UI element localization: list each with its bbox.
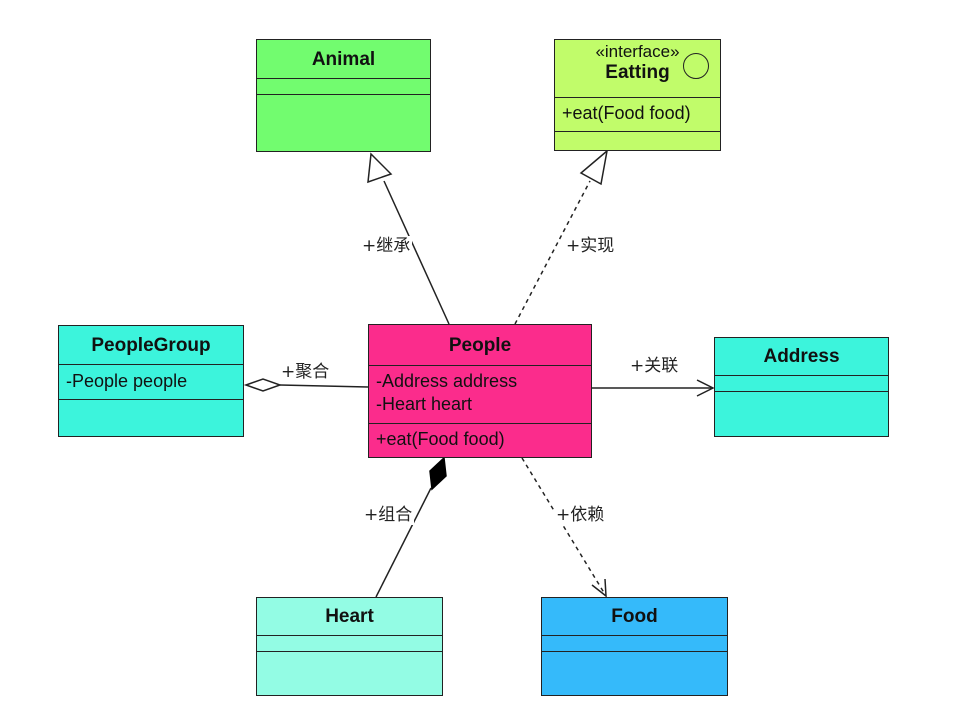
class-animal[interactable]: Animal (256, 39, 431, 152)
aggregation-edge[interactable] (243, 378, 369, 392)
class-food[interactable]: Food (541, 597, 728, 696)
inheritance-label: +继承 (360, 236, 413, 256)
class-heart[interactable]: Heart (256, 597, 443, 696)
attributes-compartment (257, 79, 430, 95)
stereotype-label: «interface» (595, 42, 680, 61)
attributes-compartment (257, 636, 442, 652)
dependency-label: +依赖 (554, 505, 607, 525)
composition-label: +组合 (362, 505, 415, 525)
class-name: People (369, 325, 591, 366)
open-arrowhead (591, 578, 607, 598)
interface-eatting[interactable]: «interface» Eatting +eat(Food food) (554, 39, 721, 151)
attribute: -Heart heart (376, 394, 473, 414)
attribute: -Address address (376, 371, 518, 391)
aggregation-label: +聚合 (279, 362, 332, 382)
attribute: -People people (66, 371, 188, 391)
association-edge[interactable] (592, 379, 715, 397)
attributes-compartment (715, 376, 888, 392)
composition-edge[interactable] (375, 456, 447, 598)
realization-label: +实现 (564, 236, 617, 256)
interface-circle-icon (683, 53, 709, 79)
hollow-triangle-arrowhead (367, 152, 393, 184)
class-name: Animal (257, 40, 430, 79)
operation: +eat(Food food) (376, 429, 505, 449)
dependency-edge[interactable] (521, 457, 607, 598)
attributes-compartment: -People people (59, 365, 243, 400)
realization-edge[interactable] (514, 149, 609, 325)
interface-header: «interface» Eatting (555, 40, 720, 98)
class-people[interactable]: People -Address address -Heart heart +ea… (368, 324, 592, 458)
hollow-triangle-arrowhead (579, 149, 609, 186)
open-arrowhead (696, 379, 715, 397)
association-label: +关联 (628, 356, 681, 376)
class-peoplegroup[interactable]: PeopleGroup -People people (58, 325, 244, 437)
class-name: Eatting (605, 62, 670, 83)
hollow-diamond (243, 378, 283, 392)
attributes-compartment: -Address address -Heart heart (369, 366, 591, 424)
class-name: Address (715, 338, 888, 376)
operation: +eat(Food food) (562, 103, 691, 123)
class-address[interactable]: Address (714, 337, 889, 437)
class-name: PeopleGroup (59, 326, 243, 365)
attributes-compartment (542, 636, 727, 652)
filled-diamond (429, 456, 447, 491)
operations-compartment: +eat(Food food) (555, 98, 720, 132)
inheritance-edge[interactable] (367, 152, 450, 325)
class-name: Heart (257, 598, 442, 636)
class-name: Food (542, 598, 727, 636)
operations-compartment: +eat(Food food) (369, 424, 591, 451)
